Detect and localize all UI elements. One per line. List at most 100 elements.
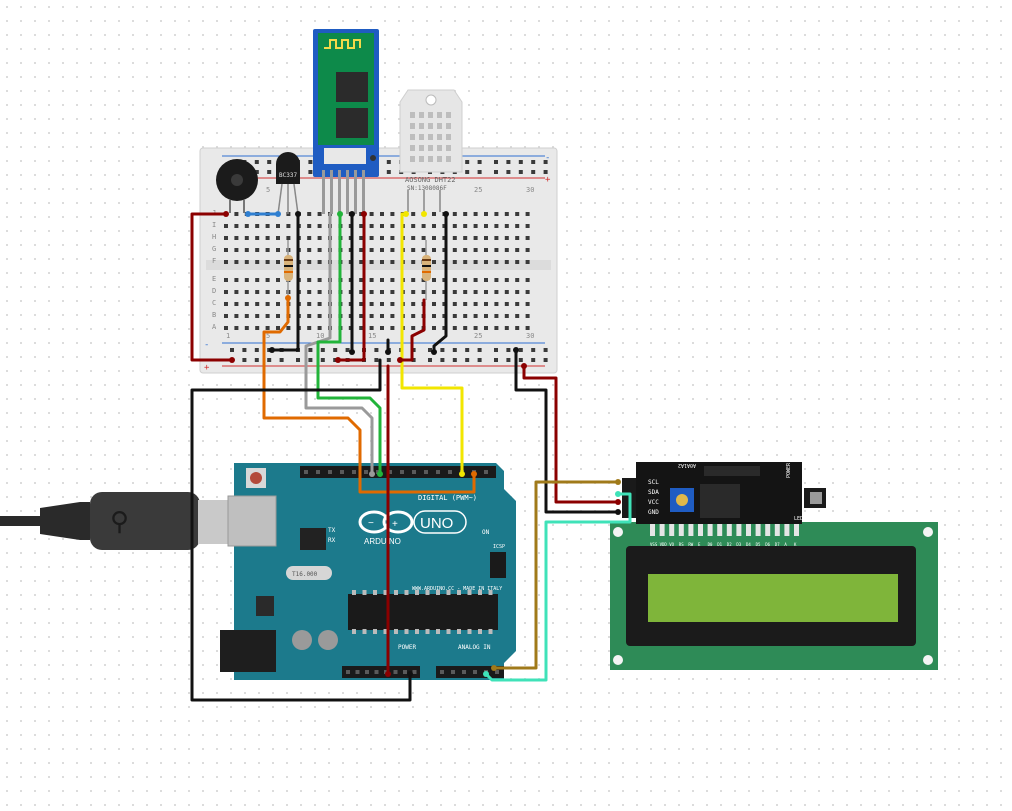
lcd-pin-label: D3: [736, 542, 741, 547]
breadboard-hole: [411, 248, 416, 252]
header-pin: [412, 670, 417, 674]
rail-hole: [465, 170, 470, 174]
breadboard-hole: [317, 278, 322, 282]
lcd-pin-label: D2: [727, 542, 732, 547]
lcd-pin: [774, 524, 780, 536]
rail-hole: [308, 160, 313, 164]
breadboard-hole: [442, 236, 447, 240]
breadboard-hole: [473, 290, 478, 294]
rail-hole: [279, 358, 284, 362]
breadboard-hole: [307, 278, 312, 282]
breadboard-hole: [504, 290, 509, 294]
breadboard-hole: [380, 302, 384, 306]
breadboard-hole: [494, 260, 499, 264]
breadboard-hole: [525, 236, 530, 240]
chip-pin: [373, 629, 377, 634]
breadboard-hole: [234, 302, 239, 306]
uno-label: UNO: [420, 515, 453, 532]
rail-hole: [320, 358, 325, 362]
lcd-pin-label: D6: [765, 542, 770, 547]
lcd-pin-label: VDD: [660, 542, 668, 547]
chip-pin: [425, 590, 430, 595]
breadboard-hole: [390, 314, 395, 318]
rail-hole: [267, 358, 272, 362]
breadboard-hole: [369, 326, 374, 330]
breadboard-hole: [463, 248, 468, 252]
breadboard-hole: [463, 326, 468, 330]
header-pin: [412, 470, 416, 474]
rail-hole: [254, 348, 259, 352]
row-letter-h: H: [212, 233, 216, 241]
lcd-pin-label: D5: [756, 542, 761, 547]
breadboard-hole: [515, 236, 520, 240]
arduino-brand: ARDUINO: [364, 537, 401, 546]
lcd-pin-label: K: [794, 542, 797, 547]
rail-hole: [411, 348, 416, 352]
row-letter-c: C: [212, 299, 216, 307]
chip-pin: [415, 629, 419, 634]
breadboard-hole: [317, 314, 322, 318]
breadboard-hole: [504, 260, 509, 264]
breadboard-hole: [359, 290, 364, 294]
rail-hole: [531, 170, 536, 174]
breadboard-hole: [359, 314, 364, 318]
header-pin: [364, 470, 368, 474]
lcd-pin: [650, 524, 655, 536]
dht22-vent: [428, 123, 433, 129]
breadboard-hole: [484, 278, 488, 282]
dht22-vent: [410, 112, 415, 118]
breadboard-hole: [432, 278, 436, 282]
dht22-vent: [437, 156, 442, 162]
chip-pin: [394, 590, 398, 595]
i2c-pin-label: SDA: [648, 489, 659, 496]
wire-bt-gray: [304, 212, 374, 476]
dht22-vent: [446, 145, 451, 151]
breadboard-hole: [276, 302, 280, 306]
breadboard-hole: [286, 326, 291, 330]
breadboard-hole: [411, 260, 416, 264]
breadboard-hole: [224, 224, 228, 228]
rail-hole: [465, 358, 470, 362]
rail-hole: [477, 348, 482, 352]
breadboard-hole: [234, 326, 239, 330]
row-letter-i: I: [212, 221, 216, 229]
breadboard-hole: [525, 302, 530, 306]
rail-hole: [543, 358, 548, 362]
header-pin: [451, 670, 455, 674]
breadboard-hole: [515, 278, 520, 282]
breadboard-hole: [380, 236, 384, 240]
lcd-pin: [707, 524, 713, 536]
breadboard-hole: [390, 290, 395, 294]
breadboard-hole: [307, 248, 312, 252]
lcd-pin: [717, 524, 723, 536]
header-pin: [495, 670, 499, 674]
breadboard-hole: [255, 290, 260, 294]
breadboard-hole: [494, 290, 499, 294]
bluetooth-module: [313, 29, 379, 214]
bluetooth-pin: [354, 170, 357, 214]
chip-pin: [415, 590, 419, 595]
power-label: POWER: [398, 644, 416, 651]
svg-text:+: +: [392, 519, 398, 530]
breadboard-hole: [265, 326, 270, 330]
breadboard-hole: [359, 236, 364, 240]
breadboard-hole: [525, 212, 530, 216]
breadboard-hole: [432, 260, 436, 264]
breadboard-hole: [484, 314, 488, 318]
chip-pin: [488, 629, 493, 634]
breadboard-hole: [224, 278, 228, 282]
chip-pin: [467, 590, 472, 595]
breadboard-hole: [432, 236, 436, 240]
breadboard-hole: [463, 224, 468, 228]
wire-buzzer-positive: [190, 212, 234, 362]
breadboard-hole: [411, 236, 416, 240]
dht22-vent: [437, 134, 442, 140]
wire-orange-signal: [262, 296, 476, 494]
transistor-label: BC337: [279, 172, 297, 179]
rail-hole: [308, 348, 313, 352]
breadboard-hole: [452, 302, 457, 306]
atmega-pins: [352, 590, 493, 634]
rx-label: RX: [328, 537, 336, 544]
breadboard-hole: [244, 260, 249, 264]
